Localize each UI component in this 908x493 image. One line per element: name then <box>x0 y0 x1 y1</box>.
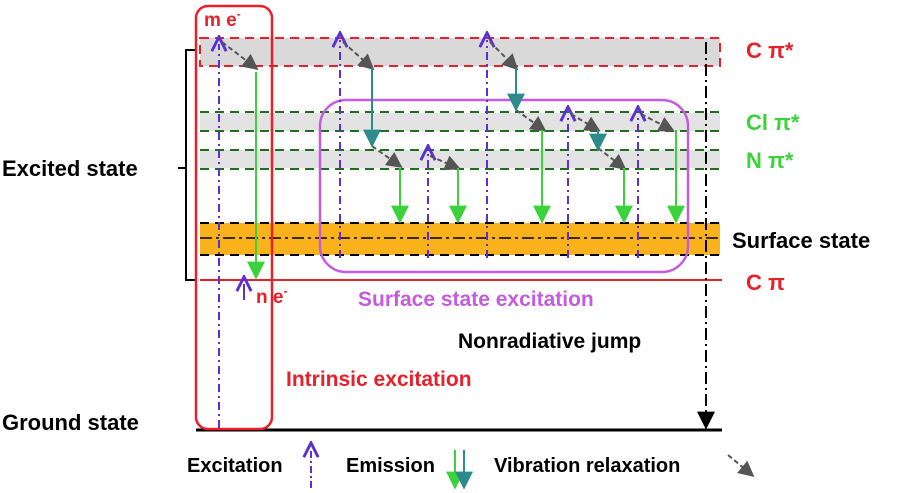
n-e-label: n e- <box>256 284 287 308</box>
intrinsic-excitation-box <box>194 4 274 431</box>
relaxation-arrow-5 <box>515 109 547 132</box>
ground-state-label: Ground state <box>2 410 139 435</box>
surface-state-excitation-box <box>318 98 690 274</box>
relaxation-arrow-8 <box>640 113 675 132</box>
relaxation-arrow-2 <box>371 145 403 168</box>
nonradiative-jump-label: Nonradiative jump <box>458 330 641 353</box>
relaxation-arrow-4 <box>489 41 519 71</box>
excited-state-brace <box>178 49 196 281</box>
m-e-label: m e- <box>204 7 241 31</box>
relaxation-arrow-1 <box>342 41 375 71</box>
cl-pi-star-band <box>200 113 720 131</box>
surface-state-band <box>200 223 720 255</box>
relaxation-arrow-3 <box>429 155 461 171</box>
relaxation-arrow-6 <box>570 113 601 132</box>
surface-state-excitation-label: Surface state excitation <box>358 288 594 311</box>
n-pi-star-band <box>200 150 720 168</box>
legend-vibration-relaxation-label: Vibration relaxation <box>494 455 680 477</box>
c-pi-star-label: C π* <box>746 38 794 63</box>
intrinsic-relaxation-arrow <box>221 41 259 70</box>
c-pi-star-band <box>199 37 721 67</box>
excited-state-label: Excited state <box>2 156 138 181</box>
n-pi-star-label: N π* <box>746 148 794 173</box>
c-pi-label: C π <box>746 270 785 295</box>
intrinsic-excitation-label: Intrinsic excitation <box>286 368 472 391</box>
legend-vibration-relaxation-icon <box>727 454 755 478</box>
relaxation-arrow-7 <box>597 147 627 170</box>
legend-excitation-label: Excitation <box>187 455 283 477</box>
cl-pi-star-label: Cl π* <box>746 110 800 135</box>
surface-state-label: Surface state <box>732 228 870 253</box>
legend-emission-label: Emission <box>346 455 435 477</box>
